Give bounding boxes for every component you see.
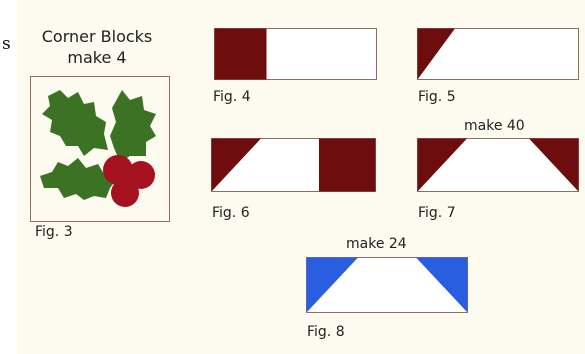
fig4-block [214,28,377,80]
fig7-block [417,138,579,192]
fig7-caption: Fig. 7 [418,205,456,221]
holly-block-figure [30,76,170,222]
holly-berry [127,161,155,189]
left-edge-letter: s [2,34,11,54]
fig7-note: make 40 [464,118,525,134]
fig8-block [306,257,468,313]
fig5-caption: Fig. 5 [418,89,456,105]
corner-blocks-subtitle: make 4 [67,48,127,67]
fig7-right-triangle [529,138,579,192]
fig5-block [417,28,579,80]
holly-berry [103,155,133,185]
corner-blocks-title: Corner Blocks [41,27,153,46]
holly-leaf-right [110,90,156,162]
fig6-caption: Fig. 6 [212,205,250,221]
fig4-caption: Fig. 4 [213,89,251,105]
fig6-dark-square [319,138,376,192]
fig8-left-triangle [306,257,358,313]
fig7-left-triangle [417,138,467,192]
fig8-note: make 24 [346,236,407,252]
fig4-dark-square [214,28,267,80]
fig3-caption: Fig. 3 [35,224,73,240]
holly-leaf-top [42,90,108,156]
fig6-dark-triangle [211,138,261,192]
holly-berry [111,179,139,207]
holly-leaf-bottom [40,158,116,200]
fig6-block [211,138,376,192]
fig5-dark-triangle [417,28,455,80]
fig8-right-triangle [416,257,468,313]
fig8-caption: Fig. 8 [307,324,345,340]
holly-block-outline [30,76,170,222]
corner-blocks-heading: Corner Blocks make 4 [38,26,156,68]
